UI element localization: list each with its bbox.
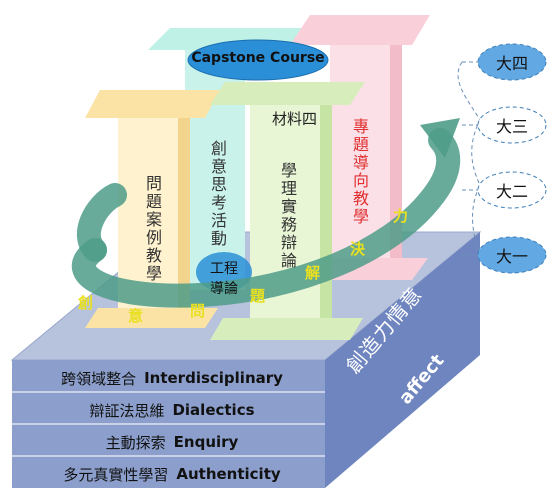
arc-char-4: 題	[250, 287, 266, 305]
arc-char-7: 力	[393, 207, 409, 225]
base-row-dialectics: 辯証法思維 Dialectics	[12, 395, 332, 425]
arc-arrowhead	[420, 118, 460, 158]
capstone-label: Capstone Course	[191, 50, 325, 66]
arc-char-2: 意	[128, 307, 144, 325]
arc-char-3: 問	[190, 302, 206, 320]
creativity-arc	[72, 128, 461, 308]
arc-char-5: 解	[305, 264, 321, 282]
base-row-zh: 主動探索	[105, 433, 166, 452]
pillar-project-based-label: 專題導向教學	[350, 118, 369, 226]
base-row-en: Enquiry	[173, 433, 239, 451]
base-row-zh: 辯証法思維	[89, 401, 165, 420]
pillar-creative-thinking-label: 創意思考活動	[208, 140, 227, 248]
year-4-ellipse	[477, 43, 547, 81]
year-2-ellipse	[477, 171, 547, 209]
year-2-label: 大二	[495, 182, 528, 201]
arc-char-6: 決	[350, 240, 366, 258]
base-row-en: Interdisciplinary	[144, 369, 283, 387]
base-row-zh: 多元真實性學習	[63, 465, 169, 484]
materials-four-label: 材料四	[272, 110, 318, 128]
pillar-engineering-intro-label: 工程導論	[210, 261, 238, 297]
base-row-en: Authenticity	[176, 465, 281, 483]
pillar-theory-practice-label: 學理實務辯論	[278, 162, 297, 270]
base-side-face	[325, 232, 480, 488]
year-3-label: 大三	[495, 117, 528, 136]
base-row-authenticity: 多元真實性學習 Authenticity	[12, 459, 332, 489]
year-1-ellipse	[477, 236, 547, 274]
year-3-ellipse	[477, 106, 547, 144]
capstone-ellipse	[187, 39, 329, 81]
base-row-en: Dialectics	[172, 401, 255, 419]
year-4-label: 大四	[495, 54, 528, 73]
year-connector	[457, 61, 481, 253]
pillar-problem-case-label: 問題案例教學	[143, 175, 162, 283]
arc-char-1: 創	[78, 294, 94, 312]
year-1-label: 大一	[495, 247, 528, 266]
base-row-zh: 跨領域整合	[61, 369, 137, 388]
base-row-interdisciplinary: 跨領域整合 Interdisciplinary	[12, 363, 332, 393]
base-row-enquiry: 主動探索 Enquiry	[12, 427, 332, 457]
